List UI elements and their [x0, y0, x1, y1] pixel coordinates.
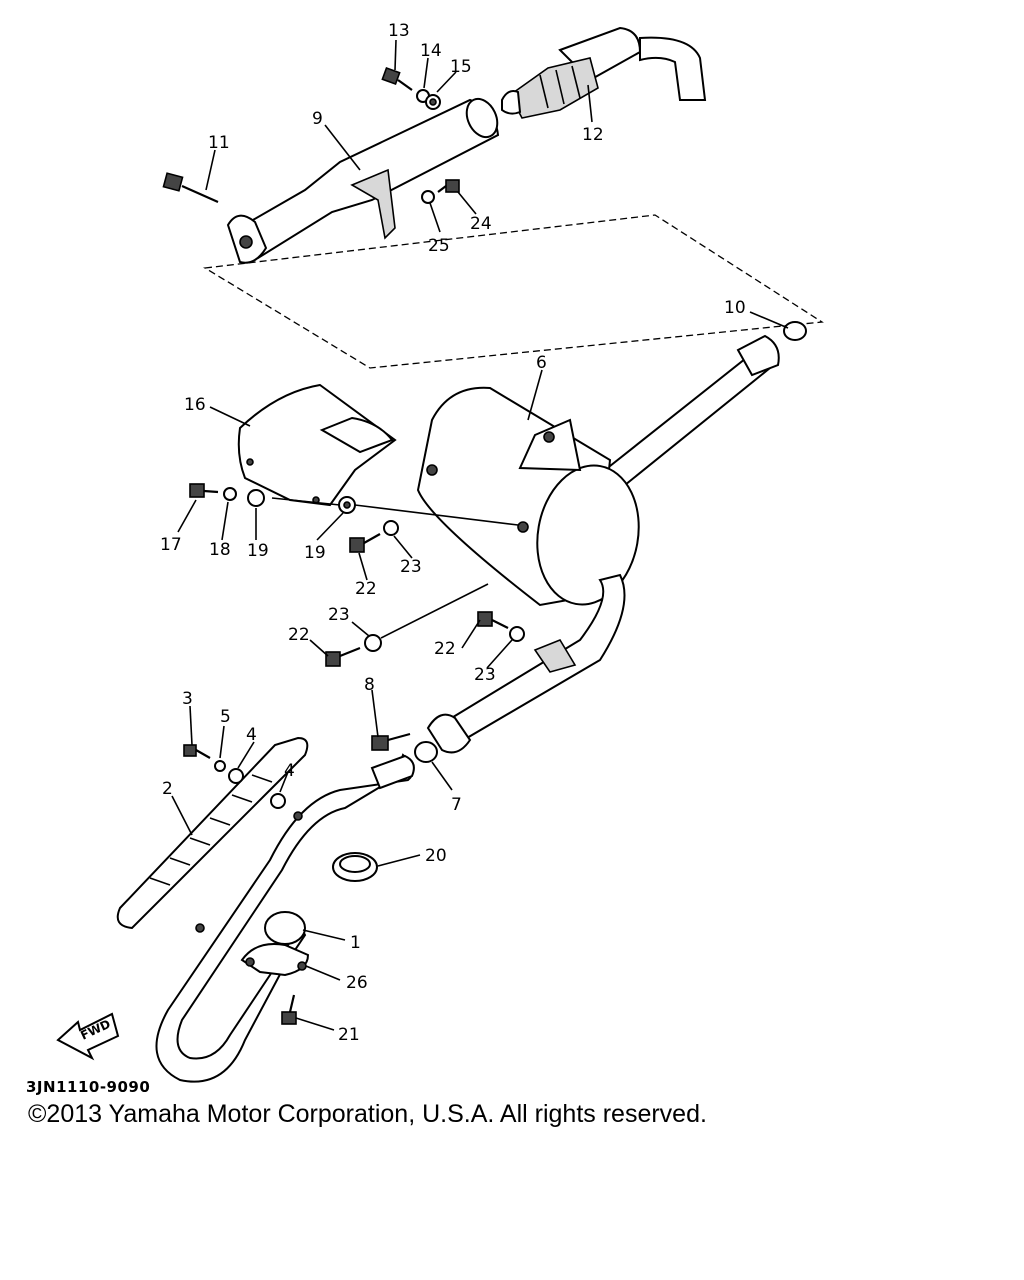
callout-9: 9: [312, 109, 323, 129]
callout-23-mid: 23: [328, 605, 350, 625]
callout-labels: 13 14 15 9 11 12 24 25 10 6 16 17 18 19 …: [160, 21, 746, 1045]
callout-14: 14: [420, 41, 442, 61]
callout-4-lower: 4: [284, 761, 295, 781]
callout-3: 3: [182, 689, 193, 709]
clamp-bolt-11: [162, 172, 219, 204]
callout-22-right: 22: [434, 639, 456, 659]
callout-25: 25: [428, 236, 450, 256]
callout-23-right: 23: [474, 665, 496, 685]
callout-22-mid: 22: [288, 625, 310, 645]
tail-pipe-assembly: [226, 97, 500, 264]
exhaust-gasket-and-flange: [240, 852, 378, 1025]
callout-19-right: 19: [304, 543, 326, 563]
callout-20: 20: [425, 846, 447, 866]
callout-17: 17: [160, 535, 182, 555]
callout-21: 21: [338, 1025, 360, 1045]
callout-18: 18: [209, 540, 231, 560]
callout-8: 8: [364, 675, 375, 695]
callout-23-upper: 23: [400, 557, 422, 577]
exhaust-pipe: [155, 753, 415, 1083]
forward-arrow-icon: FWD: [56, 1012, 120, 1061]
assembly-outline: [203, 214, 824, 369]
muffler: [416, 386, 640, 607]
callout-24: 24: [470, 214, 492, 234]
heat-shield: [237, 383, 397, 507]
callout-2: 2: [162, 779, 173, 799]
mid-pipe: [371, 573, 626, 763]
heat-shield-fasteners: [189, 483, 519, 553]
callout-6: 6: [536, 353, 547, 373]
callout-11: 11: [208, 133, 230, 153]
callout-10: 10: [724, 298, 746, 318]
upper-fasteners: [381, 66, 460, 204]
callout-7: 7: [451, 795, 462, 815]
muffler-inlet-pipe: [603, 321, 807, 487]
callout-5: 5: [220, 707, 231, 727]
spark-arrester: [501, 26, 707, 119]
callout-15: 15: [450, 57, 472, 77]
copyright-notice: ©2013 Yamaha Motor Corporation, U.S.A. A…: [28, 1100, 707, 1128]
callout-1: 1: [350, 933, 361, 953]
leader-lines: [171, 39, 789, 1031]
exhaust-protector: [116, 736, 309, 930]
callout-19-left: 19: [247, 541, 269, 561]
callout-26: 26: [346, 973, 368, 993]
callout-13: 13: [388, 21, 410, 41]
callout-16: 16: [184, 395, 206, 415]
callout-12: 12: [582, 125, 604, 145]
diagram-code: 3JN1110-9090: [26, 1078, 150, 1096]
callout-22-upper: 22: [355, 579, 377, 599]
callout-4-upper: 4: [246, 725, 257, 745]
mount-fasteners: [325, 583, 525, 667]
